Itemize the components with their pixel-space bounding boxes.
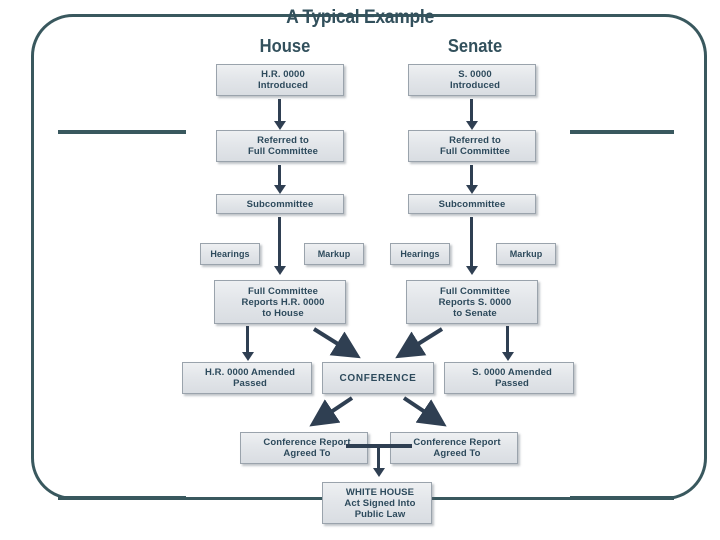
- box-senate-referred-line2: Full Committee: [439, 146, 510, 157]
- arrowhead-senate-passed: [501, 352, 514, 361]
- box-white-house[interactable]: WHITE HOUSE Act Signed Into Public Law: [322, 482, 432, 524]
- box-senate-passed-line2: Passed: [495, 378, 529, 389]
- box-senate-markup[interactable]: Markup: [496, 243, 556, 265]
- box-senate-full-committee-line3: to Senate: [453, 307, 497, 319]
- box-house-introduced[interactable]: H.R. 0000 Introduced: [216, 64, 344, 96]
- box-house-full-committee-line2: Reports H.R. 0000: [241, 296, 325, 308]
- box-house-full-committee-line3: to House: [262, 307, 304, 319]
- box-senate-passed-line1: S. 0000 Amended: [472, 367, 552, 378]
- box-conference-line1: CONFERENCE: [339, 372, 417, 384]
- box-senate-passed[interactable]: S. 0000 Amended Passed: [444, 362, 574, 394]
- column-header-senate: Senate: [447, 36, 503, 56]
- box-house-markup[interactable]: Markup: [304, 243, 364, 265]
- box-senate-markup-line1: Markup: [509, 248, 543, 259]
- box-senate-referred-line1: Referred to: [449, 135, 501, 146]
- connector-house-referred-to-subcommittee: [278, 165, 281, 189]
- box-senate-full-committee[interactable]: Full Committee Reports S. 0000 to Senate: [406, 280, 538, 324]
- box-house-full-committee[interactable]: Full Committee Reports H.R. 0000 to Hous…: [214, 280, 346, 324]
- arrow-conference-to-house-report: [308, 396, 358, 430]
- rule-top-left: [58, 130, 186, 134]
- box-house-referred-line2: Full Committee: [247, 146, 318, 157]
- connector-senate-referred-to-subcommittee: [470, 165, 473, 189]
- box-senate-subcommittee-line1: Subcommittee: [438, 198, 506, 210]
- connector-house-introduced-to-referred: [278, 99, 281, 125]
- slide-title: A Typical Example: [286, 7, 434, 28]
- arrow-senate-to-conference: [388, 327, 444, 363]
- box-senate-referred[interactable]: Referred to Full Committee: [408, 130, 536, 162]
- arrowhead-senate-referred: [465, 121, 478, 130]
- box-conference[interactable]: CONFERENCE: [322, 362, 434, 394]
- box-house-passed[interactable]: H.R. 0000 Amended Passed: [182, 362, 312, 394]
- box-house-referred-line1: Referred to: [257, 135, 309, 146]
- arrowhead-senate-fullcommittee: [465, 266, 478, 275]
- arrowhead-house-subcommittee: [273, 185, 286, 194]
- box-white-house-line3: Public Law: [354, 508, 406, 520]
- box-house-passed-line2: Passed: [233, 378, 267, 389]
- connector-senate-introduced-to-referred: [470, 99, 473, 125]
- arrowhead-house-passed: [241, 352, 254, 361]
- connector-senate-subcommittee-to-fullcommittee: [470, 217, 473, 271]
- decorative-frame: [31, 14, 707, 500]
- arrowhead-senate-subcommittee: [465, 185, 478, 194]
- box-house-introduced-line2: Introduced: [257, 80, 309, 91]
- arrowhead-white-house: [372, 468, 385, 477]
- arrow-conference-to-senate-report: [398, 396, 448, 430]
- box-senate-full-committee-line2: Reports S. 0000: [438, 296, 512, 308]
- box-white-house-line2: Act Signed Into: [344, 497, 416, 509]
- box-house-full-committee-line1: Full Committee: [247, 285, 318, 297]
- column-header-house: House: [259, 36, 311, 56]
- connector-to-white-house: [377, 444, 380, 472]
- box-house-hearings-line1: Hearings: [210, 248, 250, 259]
- box-senate-subcommittee[interactable]: Subcommittee: [408, 194, 536, 214]
- box-house-subcommittee-line1: Subcommittee: [246, 198, 314, 210]
- box-house-conference-report-line1: Conference Report: [263, 437, 351, 448]
- box-white-house-line1: WHITE HOUSE: [345, 486, 415, 498]
- box-house-referred[interactable]: Referred to Full Committee: [216, 130, 344, 162]
- box-senate-introduced[interactable]: S. 0000 Introduced: [408, 64, 536, 96]
- connector-house-fullcommittee-to-passed: [246, 326, 249, 358]
- box-house-hearings[interactable]: Hearings: [200, 243, 260, 265]
- arrow-house-to-conference: [312, 327, 368, 363]
- box-house-passed-line1: H.R. 0000 Amended: [204, 367, 296, 378]
- rule-top-right: [570, 130, 674, 134]
- arrowhead-house-referred: [273, 121, 286, 130]
- box-senate-introduced-line1: S. 0000: [458, 69, 492, 80]
- box-senate-conference-report[interactable]: Conference Report Agreed To: [390, 432, 518, 464]
- box-senate-full-committee-line1: Full Committee: [439, 285, 510, 297]
- connector-house-subcommittee-to-fullcommittee: [278, 217, 281, 271]
- box-senate-introduced-line2: Introduced: [449, 80, 501, 91]
- connector-senate-fullcommittee-to-passed: [506, 326, 509, 358]
- box-senate-conference-report-line2: Agreed To: [433, 448, 481, 459]
- box-house-introduced-line1: H.R. 0000: [261, 69, 305, 80]
- box-senate-hearings-line1: Hearings: [400, 248, 440, 259]
- box-house-markup-line1: Markup: [317, 248, 351, 259]
- box-senate-hearings[interactable]: Hearings: [390, 243, 450, 265]
- arrowhead-house-fullcommittee: [273, 266, 286, 275]
- rule-bottom-left: [58, 496, 186, 500]
- box-house-conference-report-line2: Agreed To: [283, 448, 331, 459]
- box-house-conference-report[interactable]: Conference Report Agreed To: [240, 432, 368, 464]
- box-senate-conference-report-line1: Conference Report: [413, 437, 501, 448]
- box-house-subcommittee[interactable]: Subcommittee: [216, 194, 344, 214]
- rule-bottom-right: [570, 496, 674, 500]
